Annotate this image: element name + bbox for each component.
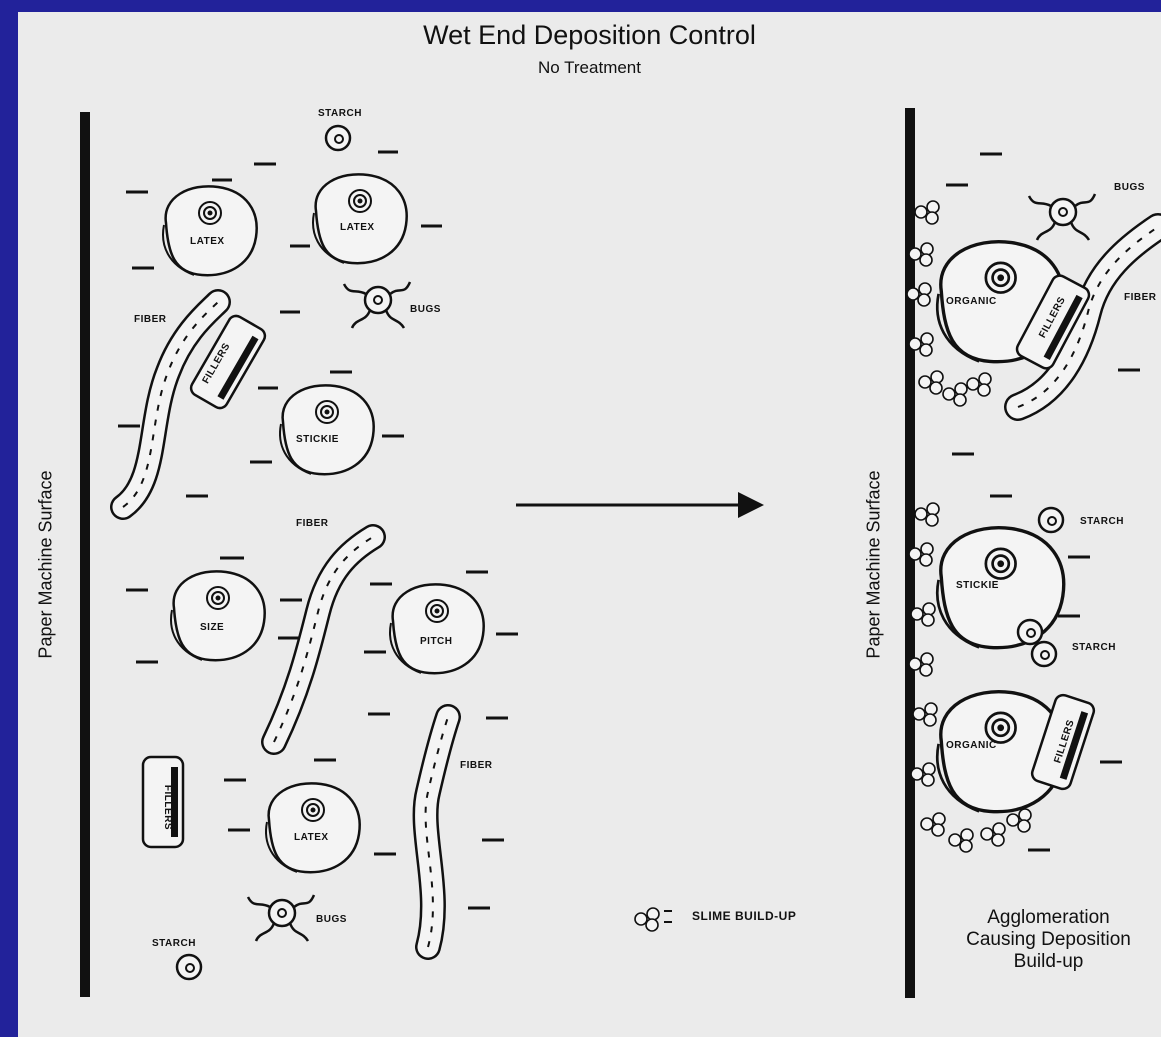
right-caption: Agglomeration Causing Deposition Build-u… bbox=[936, 907, 1161, 973]
label-organic-1: ORGANIC bbox=[946, 296, 997, 307]
label-organic-2: ORGANIC bbox=[946, 740, 997, 751]
label-slime-buildup: SLIME BUILD-UP bbox=[692, 909, 796, 923]
left-machine-surface-bar bbox=[80, 112, 90, 997]
label-starch-bottom: STARCH bbox=[152, 938, 196, 949]
label-latex-1: LATEX bbox=[190, 236, 225, 247]
label-starch-right-2: STARCH bbox=[1072, 642, 1116, 653]
diagram-slide: Wet End Deposition Control No Treatment … bbox=[18, 12, 1161, 1037]
right-surface-label: Paper Machine Surface bbox=[864, 435, 885, 695]
label-latex-3: LATEX bbox=[294, 832, 329, 843]
right-deposit bbox=[907, 154, 1158, 852]
caption-line-1: Agglomeration bbox=[936, 907, 1161, 929]
label-fiber-3: FIBER bbox=[460, 760, 493, 771]
label-latex-2: LATEX bbox=[340, 222, 375, 233]
left-surface-label: Paper Machine Surface bbox=[36, 435, 57, 695]
label-fiber-2: FIBER bbox=[296, 518, 329, 529]
diagram-subtitle: No Treatment bbox=[18, 58, 1161, 78]
label-fiber-1: FIBER bbox=[134, 314, 167, 325]
label-bugs-1: BUGS bbox=[410, 304, 441, 315]
label-starch-right-1: STARCH bbox=[1080, 516, 1124, 527]
label-pitch: PITCH bbox=[420, 636, 453, 647]
caption-line-3: Build-up bbox=[936, 951, 1161, 973]
label-starch-top: STARCH bbox=[318, 108, 362, 119]
label-fillers-1: FILLERS bbox=[162, 785, 173, 830]
process-arrow-head bbox=[738, 492, 764, 518]
label-bugs-2: BUGS bbox=[316, 914, 347, 925]
label-fiber-right: FIBER bbox=[1124, 292, 1157, 303]
caption-line-2: Causing Deposition bbox=[936, 929, 1161, 951]
diagram-title: Wet End Deposition Control bbox=[18, 20, 1161, 51]
left-particles bbox=[118, 126, 672, 979]
label-stickie-left: STICKIE bbox=[296, 434, 339, 445]
diagram-artwork bbox=[18, 12, 1161, 1037]
label-stickie-right: STICKIE bbox=[956, 580, 999, 591]
label-bugs-right: BUGS bbox=[1114, 182, 1145, 193]
label-size: SIZE bbox=[200, 622, 224, 633]
